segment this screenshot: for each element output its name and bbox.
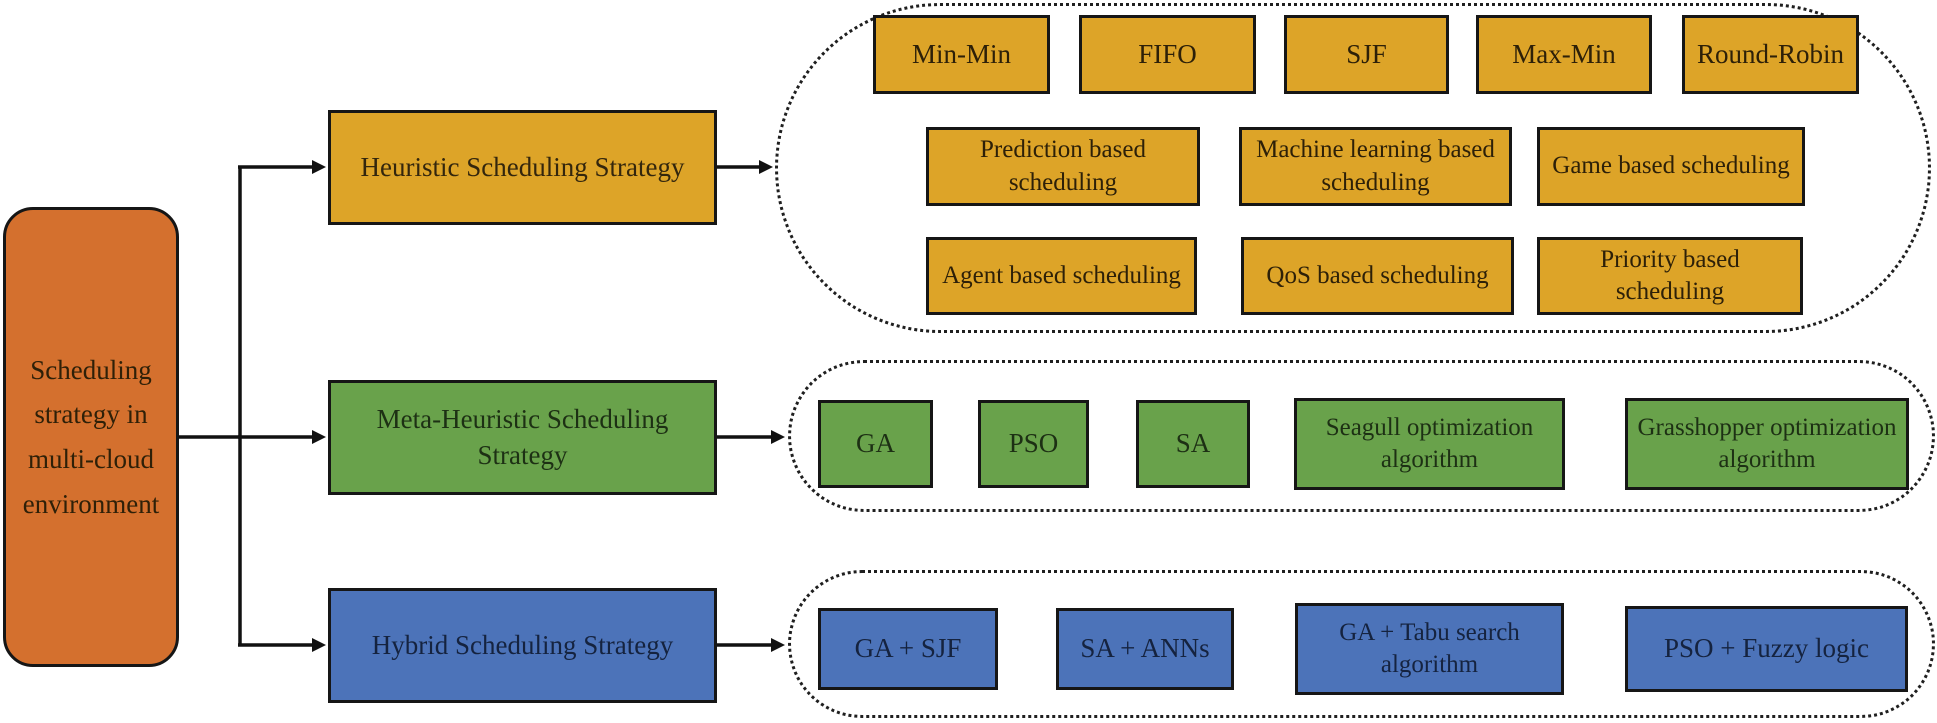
leaf-machine-learning-based-scheduling: Machine learning based scheduling bbox=[1239, 127, 1512, 206]
leaf-sa-anns: SA + ANNs bbox=[1056, 608, 1234, 690]
leaf-ga: GA bbox=[818, 400, 933, 488]
leaf-pso: PSO bbox=[978, 400, 1089, 488]
leaf-min-min: Min-Min bbox=[873, 15, 1050, 94]
leaf-ga-sjf: GA + SJF bbox=[818, 608, 998, 690]
heuristic-group-container bbox=[775, 3, 1931, 333]
leaf-prediction-based-scheduling: Prediction based scheduling bbox=[926, 127, 1200, 206]
leaf-grasshopper-optimization-algorithm: Grasshopper optimization algorithm bbox=[1625, 398, 1909, 490]
meta-heuristic-group-container bbox=[788, 360, 1935, 512]
branch-heuristic-node: Heuristic Scheduling Strategy bbox=[328, 110, 717, 225]
leaf-max-min: Max-Min bbox=[1476, 15, 1652, 94]
leaf-ga-tabu-search-algorithm: GA + Tabu search algorithm bbox=[1295, 603, 1564, 695]
leaf-game-based-scheduling: Game based scheduling bbox=[1537, 127, 1805, 206]
leaf-sjf: SJF bbox=[1284, 15, 1449, 94]
branch-hybrid-node: Hybrid Scheduling Strategy bbox=[328, 588, 717, 703]
branch-meta-heuristic-node: Meta-Heuristic Scheduling Strategy bbox=[328, 380, 717, 495]
leaf-sa: SA bbox=[1136, 400, 1250, 488]
leaf-priority-based-scheduling: Priority based scheduling bbox=[1537, 237, 1803, 315]
root-node: Scheduling strategy in multi-cloud envir… bbox=[3, 207, 179, 667]
leaf-fifo: FIFO bbox=[1079, 15, 1256, 94]
hybrid-group-container bbox=[788, 570, 1935, 718]
leaf-pso-fuzzy-logic: PSO + Fuzzy logic bbox=[1625, 606, 1908, 692]
leaf-qos-based-scheduling: QoS based scheduling bbox=[1241, 237, 1514, 315]
leaf-agent-based-scheduling: Agent based scheduling bbox=[926, 237, 1197, 315]
leaf-seagull-optimization-algorithm: Seagull optimization algorithm bbox=[1294, 398, 1565, 490]
leaf-round-robin: Round-Robin bbox=[1682, 15, 1859, 94]
